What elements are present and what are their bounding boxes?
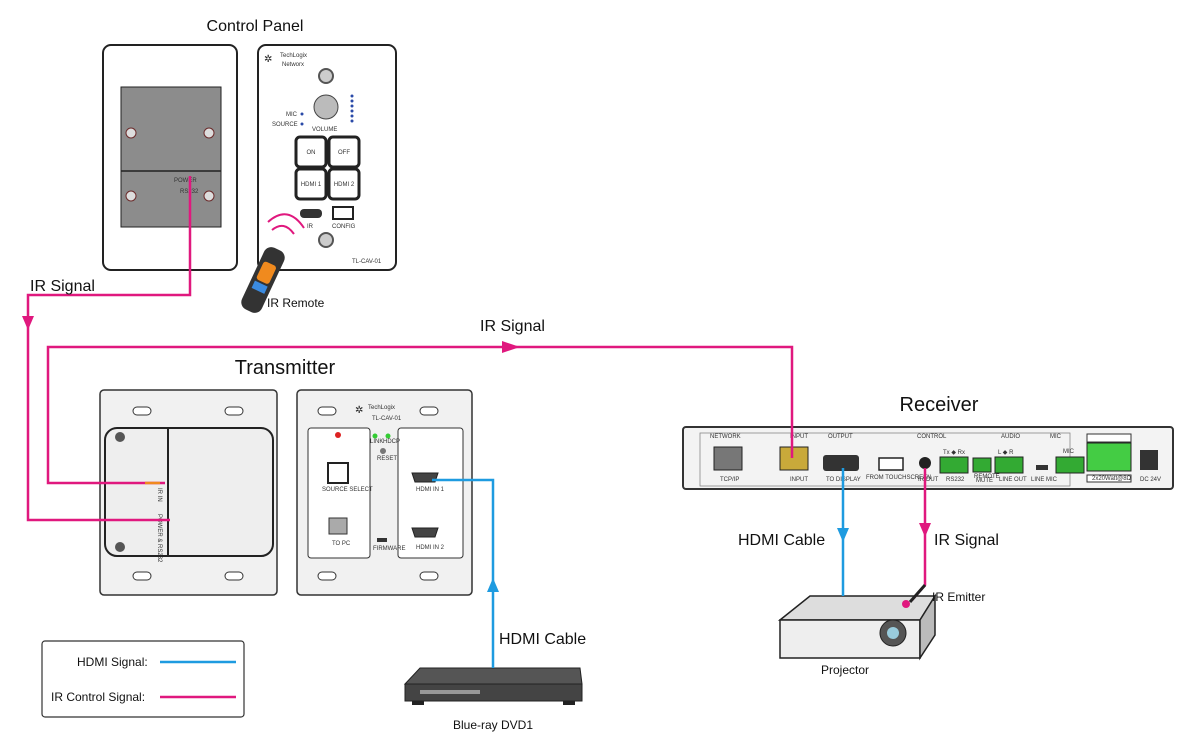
usb-b-port <box>328 517 348 535</box>
hdmi-in-1-label: HDMI IN 1 <box>416 487 445 493</box>
hdmi-cable-tx-label: HDMI Cable <box>499 631 586 648</box>
hdmi-in-2-port <box>411 527 439 538</box>
firmware-label: FIRMWARE <box>373 546 405 552</box>
tx-reset-button[interactable] <box>380 448 386 454</box>
projector-icon <box>777 593 937 661</box>
arrow-down-icon <box>837 528 849 542</box>
audio-section-label: AUDIO <box>1001 434 1020 440</box>
cp-hdmi1-button[interactable]: HDMI 1 <box>294 167 328 201</box>
tx-link-label: LINK <box>370 439 383 445</box>
mic-label: MIC <box>286 112 298 118</box>
arrow-down-icon <box>919 523 931 537</box>
cp-on-button[interactable]: ON <box>294 135 328 169</box>
cp-hdmi1-label: HDMI 1 <box>301 182 322 188</box>
brand-icon: ✲ <box>264 54 272 65</box>
receiver-rear-panel: NETWORK INPUT OUTPUT CONTROL AUDIO MIC T… <box>682 426 1174 490</box>
ir-receiver-icon <box>300 209 322 218</box>
cp-brand: TechLogix <box>280 53 307 59</box>
back-power-label: POWER <box>174 178 197 184</box>
ir-signal-top-label: IR Signal <box>480 318 545 335</box>
cp-config-label: CONFIG <box>332 224 356 230</box>
source-select-label: SOURCE SELECT <box>322 487 373 493</box>
volume-knob[interactable] <box>313 94 339 120</box>
dc-power-jack <box>1140 450 1158 470</box>
tx-back-power-label: POWER & RS232 <box>156 514 162 563</box>
tx-reset-label: RESET <box>377 456 397 462</box>
tcpip-port <box>713 446 743 471</box>
ir-wire-receiver <box>46 345 794 485</box>
projector-label: Projector <box>821 663 869 677</box>
input-section-label: INPUT <box>790 434 808 440</box>
control-panel-title: Control Panel <box>207 18 304 35</box>
receiver-title: Receiver <box>900 394 979 416</box>
ir-signal-receiver-label: IR Signal <box>934 532 999 549</box>
hdmi-in-1-port <box>411 472 439 483</box>
source-select-button[interactable] <box>327 462 349 484</box>
input-port-label: INPUT <box>790 477 808 483</box>
line-mic-label: LINE MIC <box>1031 477 1058 483</box>
transmitter-front: ✲ TechLogix TL-CAV-01 LINK HDCP RESET SO… <box>296 389 473 596</box>
hdmi-cable-rx-label: HDMI Cable <box>738 532 825 549</box>
source-label: SOURCE <box>272 122 298 128</box>
line-mic-switch[interactable] <box>1036 465 1048 470</box>
from-touchscreen-label: FROM TOUCHSCREEN <box>866 475 931 481</box>
bluray-player-icon <box>403 667 583 705</box>
speaker-label: 2x20Watt@8Ω <box>1092 476 1132 482</box>
tx-model: TL-CAV-01 <box>372 416 402 422</box>
hdmi-in-2-label: HDMI IN 2 <box>416 545 445 551</box>
tx-brand-icon: ✲ <box>355 405 363 416</box>
cp-off-label: OFF <box>338 150 350 156</box>
control-panel-front: ✲ TechLogix Networx VOLUME MIC SOURCE ON… <box>257 44 397 271</box>
ir-out-label: IR OUT <box>918 477 939 483</box>
hdmi-wire-dvd <box>432 478 495 668</box>
arrow-right-icon <box>502 341 520 353</box>
mic-section-label: MIC <box>1050 434 1062 440</box>
tcpip-label: TCP/IP <box>720 477 739 483</box>
input-port <box>779 446 809 471</box>
output-section-label: OUTPUT <box>828 434 853 440</box>
cp-model: TL-CAV-01 <box>352 259 382 265</box>
txrx-label: Tx ◆ Rx <box>943 450 965 456</box>
cp-hdmi2-button[interactable]: HDMI 2 <box>327 167 361 201</box>
tx-back-ir-label: IR IN <box>156 488 162 502</box>
cp-off-button[interactable]: OFF <box>327 135 361 169</box>
ir-wire-control-panel <box>26 176 192 522</box>
tx-brand: TechLogix <box>368 405 395 411</box>
network-section-label: NETWORK <box>710 434 741 440</box>
transmitter-title: Transmitter <box>235 357 336 379</box>
tx-hdcp-label: HDCP <box>383 439 400 445</box>
ir-remote-label: IR Remote <box>267 296 325 310</box>
legend-hdmi-label: HDMI Signal: <box>77 655 148 669</box>
usb-config-port <box>332 206 354 220</box>
legend: HDMI Signal: IR Control Signal: <box>41 640 245 718</box>
to-pc-label: TO PC <box>332 541 351 547</box>
cp-on-label: ON <box>307 150 316 156</box>
bluray-label: Blue-ray DVD1 <box>453 718 533 732</box>
rs232-label: RS232 <box>946 477 965 483</box>
ir-emitter-label: IR Emitter <box>932 590 985 604</box>
ir-signal-left-label: IR Signal <box>30 278 95 295</box>
transmitter-back: IR IN POWER & RS232 <box>99 389 278 596</box>
volume-label: VOLUME <box>312 127 337 133</box>
control-panel-back: POWER RS232 <box>102 44 238 271</box>
arrow-up-icon <box>487 578 499 592</box>
mic-port-label: MIC <box>1063 449 1075 455</box>
dc-label: DC 24V <box>1140 477 1161 483</box>
control-section-label: CONTROL <box>917 434 947 440</box>
cp-ir-label: IR <box>307 224 314 230</box>
ir-remote-icon <box>241 213 305 313</box>
cp-brand-sub: Networx <box>282 62 304 68</box>
cp-hdmi2-label: HDMI 2 <box>334 182 355 188</box>
line-out-label: LINE OUT <box>999 477 1027 483</box>
ir-out-port <box>919 457 931 469</box>
lr-label: L ◆ R <box>998 450 1014 456</box>
hdmi-out-port <box>823 455 859 471</box>
arrow-down-icon <box>22 316 34 330</box>
legend-ir-label: IR Control Signal: <box>51 690 145 704</box>
